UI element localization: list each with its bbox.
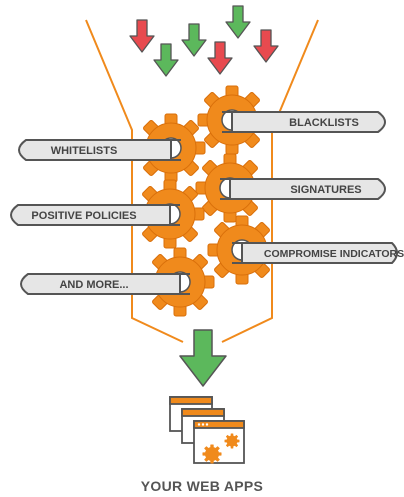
good-traffic-arrow xyxy=(153,43,179,77)
wrench-and-more: AND MORE... xyxy=(20,273,181,295)
filter-label: POSITIVE POLICIES xyxy=(31,210,136,222)
good-traffic-arrow xyxy=(225,5,251,39)
green-arrow-icon xyxy=(181,23,207,57)
bad-traffic-arrow xyxy=(253,29,279,63)
browser-window xyxy=(193,420,245,464)
filter-label: BLACKLISTS xyxy=(289,117,359,129)
filter-label: SIGNATURES xyxy=(290,184,361,196)
filter-label: AND MORE... xyxy=(59,279,128,291)
green-arrow-icon xyxy=(153,43,179,77)
wrench-blacklists: BLACKLISTS xyxy=(231,111,386,133)
filter-label: WHITELISTS xyxy=(51,145,118,157)
wrench-positive-policies: POSITIVE POLICIES xyxy=(10,204,171,226)
output-arrow xyxy=(179,329,227,387)
red-arrow-icon xyxy=(129,19,155,53)
output-label: YOUR WEB APPS xyxy=(140,478,264,494)
wrench-heads xyxy=(169,111,243,295)
red-arrow-icon xyxy=(253,29,279,63)
wrench-compromise-indicators: COMPROMISE INDICATORS xyxy=(241,242,404,264)
wrench-signatures: SIGNATURES xyxy=(229,178,386,200)
filter-label: COMPROMISE INDICATORS xyxy=(264,248,404,260)
incoming-traffic xyxy=(129,5,279,77)
bad-traffic-arrow xyxy=(207,41,233,75)
green-arrow-icon xyxy=(225,5,251,39)
bad-traffic-arrow xyxy=(129,19,155,53)
wrench-whitelists: WHITELISTS xyxy=(18,139,172,161)
red-arrow-icon xyxy=(207,41,233,75)
web-apps-icon xyxy=(169,396,245,464)
good-traffic-arrow xyxy=(181,23,207,57)
